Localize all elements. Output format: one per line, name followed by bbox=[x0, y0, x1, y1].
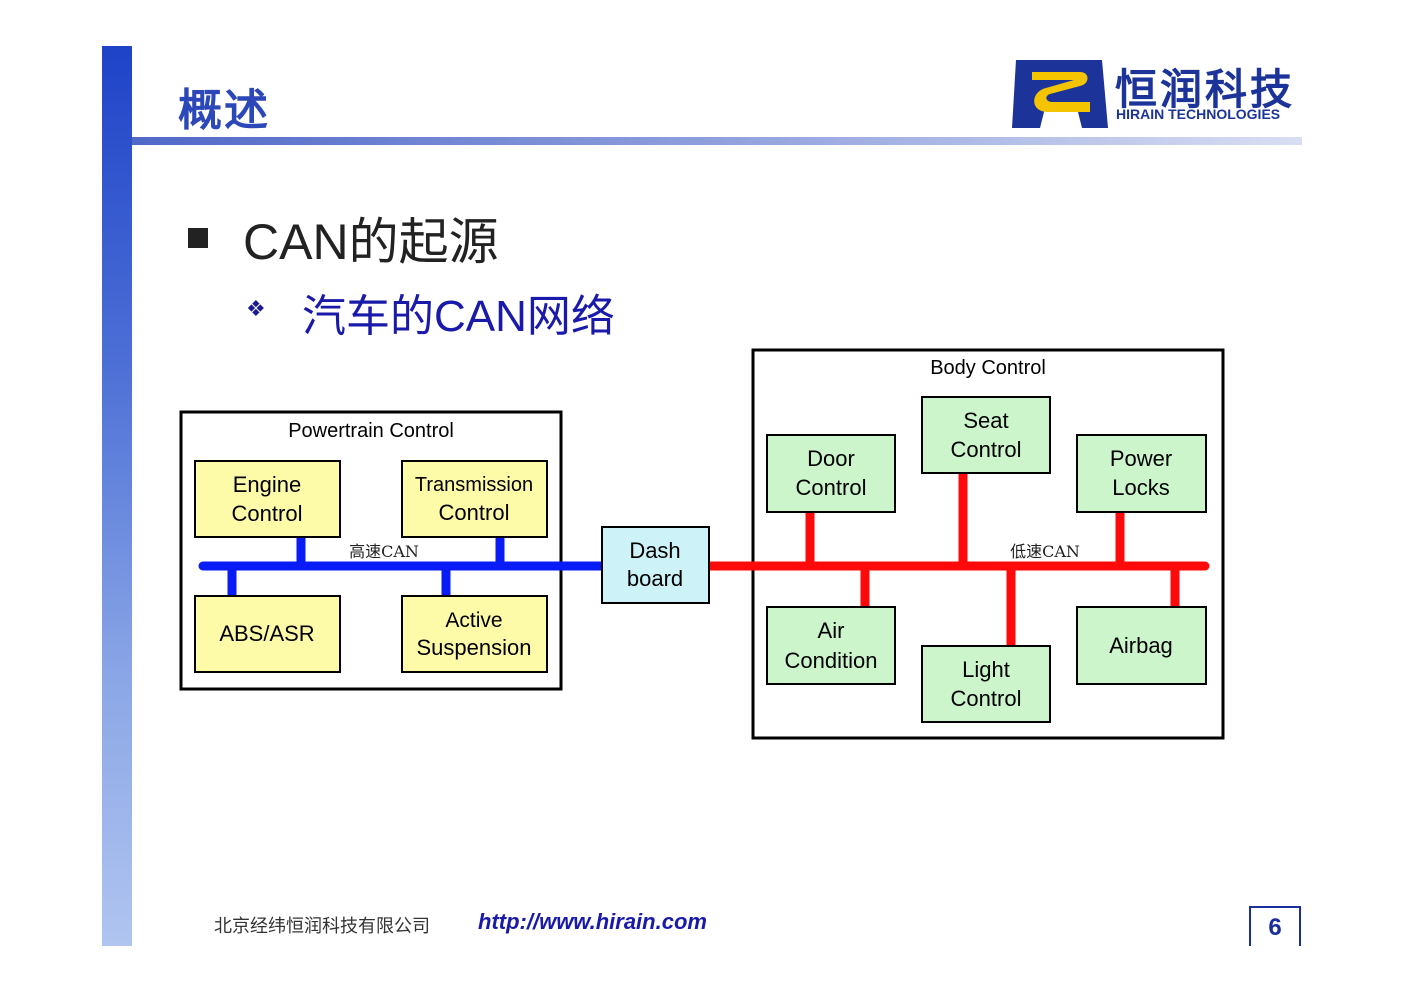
square-bullet-icon bbox=[188, 228, 208, 248]
logo-mark-icon bbox=[1012, 60, 1108, 128]
svg-text:Control: Control bbox=[796, 475, 867, 500]
svg-text:Control: Control bbox=[439, 500, 510, 525]
sidebar-accent-bar bbox=[102, 46, 132, 946]
low-speed-can-label: 低速CAN bbox=[1010, 542, 1080, 561]
footer-website-link[interactable]: http://www.hirain.com bbox=[478, 909, 707, 934]
company-logo: 恒润科技 HIRAIN TECHNOLOGIES bbox=[1010, 56, 1300, 128]
body-group-title: Body Control bbox=[930, 357, 1046, 379]
svg-text:Condition: Condition bbox=[785, 648, 878, 673]
abs-asr-node: ABS/ASR bbox=[194, 595, 341, 673]
logo-english-name: HIRAIN TECHNOLOGIES bbox=[1116, 106, 1281, 122]
door-control-node: Door Control bbox=[766, 434, 896, 513]
air-condition-node: Air Condition bbox=[766, 606, 896, 685]
low-speed-can-bus bbox=[704, 473, 1210, 646]
section-heading: CAN的起源 bbox=[243, 214, 499, 270]
svg-text:Suspension: Suspension bbox=[417, 635, 532, 660]
svg-text:Air: Air bbox=[818, 618, 845, 643]
svg-text:board: board bbox=[627, 566, 683, 591]
svg-text:Control: Control bbox=[232, 501, 303, 526]
svg-text:Control: Control bbox=[951, 437, 1022, 462]
high-speed-can-bus bbox=[198, 538, 608, 596]
page-title: 概述 bbox=[178, 85, 270, 136]
svg-text:Door: Door bbox=[807, 446, 855, 471]
engine-control-node: Engine Control bbox=[194, 460, 341, 538]
diamond-bullet-icon: ❖ bbox=[246, 297, 266, 322]
svg-text:Transmission: Transmission bbox=[415, 474, 533, 496]
light-control-node: Light Control bbox=[921, 645, 1051, 723]
svg-text:Control: Control bbox=[951, 686, 1022, 711]
svg-text:Engine: Engine bbox=[233, 472, 302, 497]
high-speed-can-label: 高速CAN bbox=[349, 542, 419, 561]
svg-text:ABS/ASR: ABS/ASR bbox=[219, 621, 314, 646]
svg-text:Light: Light bbox=[962, 657, 1010, 682]
svg-text:Power: Power bbox=[1110, 446, 1172, 471]
footer-company-name: 北京经纬恒润科技有限公司 bbox=[214, 916, 430, 937]
logo-chinese-name: 恒润科技 bbox=[1115, 65, 1296, 114]
airbag-node: Airbag bbox=[1076, 606, 1207, 685]
page-number: 6 bbox=[1249, 906, 1301, 946]
svg-text:Active: Active bbox=[445, 609, 502, 632]
svg-text:Airbag: Airbag bbox=[1109, 633, 1173, 658]
svg-text:Seat: Seat bbox=[963, 408, 1008, 433]
power-locks-node: Power Locks bbox=[1076, 434, 1207, 513]
powertrain-group-title: Powertrain Control bbox=[288, 420, 454, 442]
svg-text:Locks: Locks bbox=[1112, 475, 1169, 500]
section-subheading: 汽车的CAN网络 bbox=[302, 292, 615, 341]
seat-control-node: Seat Control bbox=[921, 396, 1051, 474]
transmission-control-node: Transmission Control bbox=[401, 460, 548, 538]
svg-text:Dash: Dash bbox=[629, 538, 680, 563]
dashboard-node: Dash board bbox=[601, 526, 710, 604]
active-suspension-node: Active Suspension bbox=[401, 595, 548, 673]
header-divider bbox=[132, 137, 1302, 145]
